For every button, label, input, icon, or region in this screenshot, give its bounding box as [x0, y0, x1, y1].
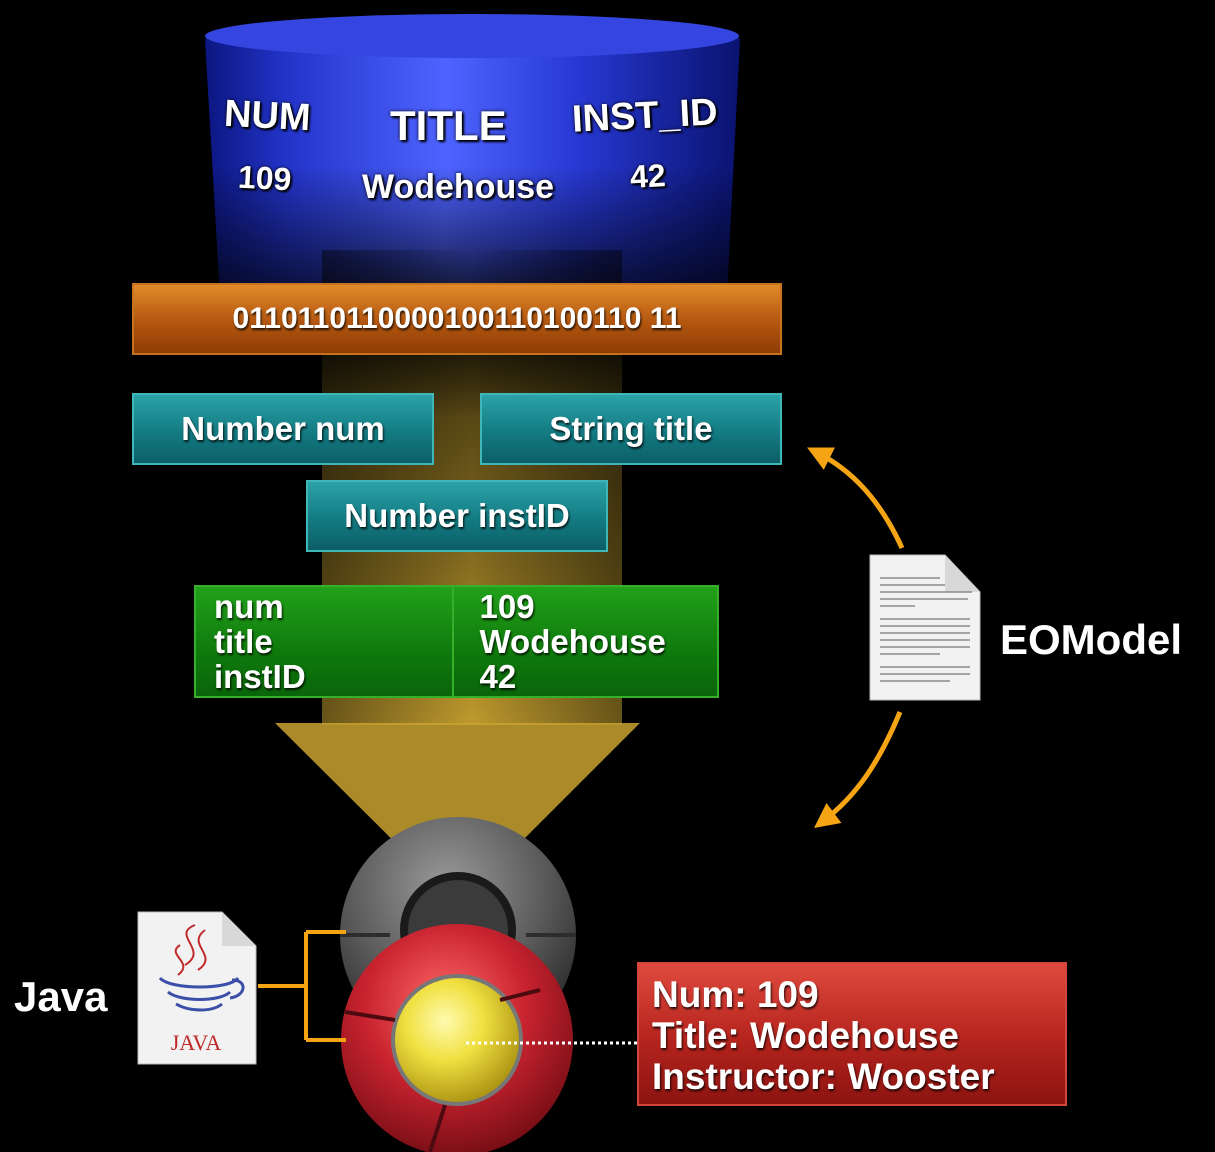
eomodel-arrow-down: [814, 711, 903, 829]
record-value-title: Wodehouse: [479, 623, 666, 660]
object-wheel: [340, 817, 576, 1152]
db-value-num: 109: [237, 158, 293, 198]
db-column-inst-id: INST_ID: [570, 91, 719, 141]
record-key-num: num: [214, 588, 284, 625]
record-key-title: title: [214, 623, 273, 660]
record-values: 109 Wodehouse 42: [451, 587, 718, 696]
attribute-string-title: String title: [480, 393, 782, 465]
object-card: Num: 109 Title: Wodehouse Instructor: Wo…: [637, 962, 1067, 1106]
record-key-instid: instID: [214, 658, 306, 695]
java-connector: [258, 930, 346, 1042]
java-label: Java: [14, 973, 108, 1020]
record-table: num title instID 109 Wodehouse 42: [194, 585, 719, 698]
object-card-instructor: Instructor: Wooster: [652, 1056, 995, 1097]
eomodel-document-icon: [869, 554, 981, 701]
record-value-instid: 42: [479, 658, 517, 695]
eomodel-label: EOModel: [1000, 616, 1183, 663]
eomodel-arrow-up: [807, 447, 905, 550]
attribute-number-num: Number num: [132, 393, 434, 465]
db-value-inst-id: 42: [629, 157, 667, 195]
object-card-num: Num: 109: [652, 974, 819, 1015]
db-column-title: TITLE: [390, 102, 507, 149]
object-card-title: Title: Wodehouse: [652, 1015, 959, 1056]
record-value-num: 109: [479, 588, 535, 625]
record-keys: num title instID: [196, 587, 452, 696]
attribute-number-instid: Number instID: [306, 480, 608, 552]
db-value-title: Wodehouse: [362, 168, 555, 206]
db-column-num: NUM: [222, 92, 312, 140]
java-file-icon: JAVA: [137, 911, 257, 1065]
java-icon-text: JAVA: [171, 1030, 222, 1055]
binary-row: 0110110110000100110100110 11: [132, 283, 782, 355]
